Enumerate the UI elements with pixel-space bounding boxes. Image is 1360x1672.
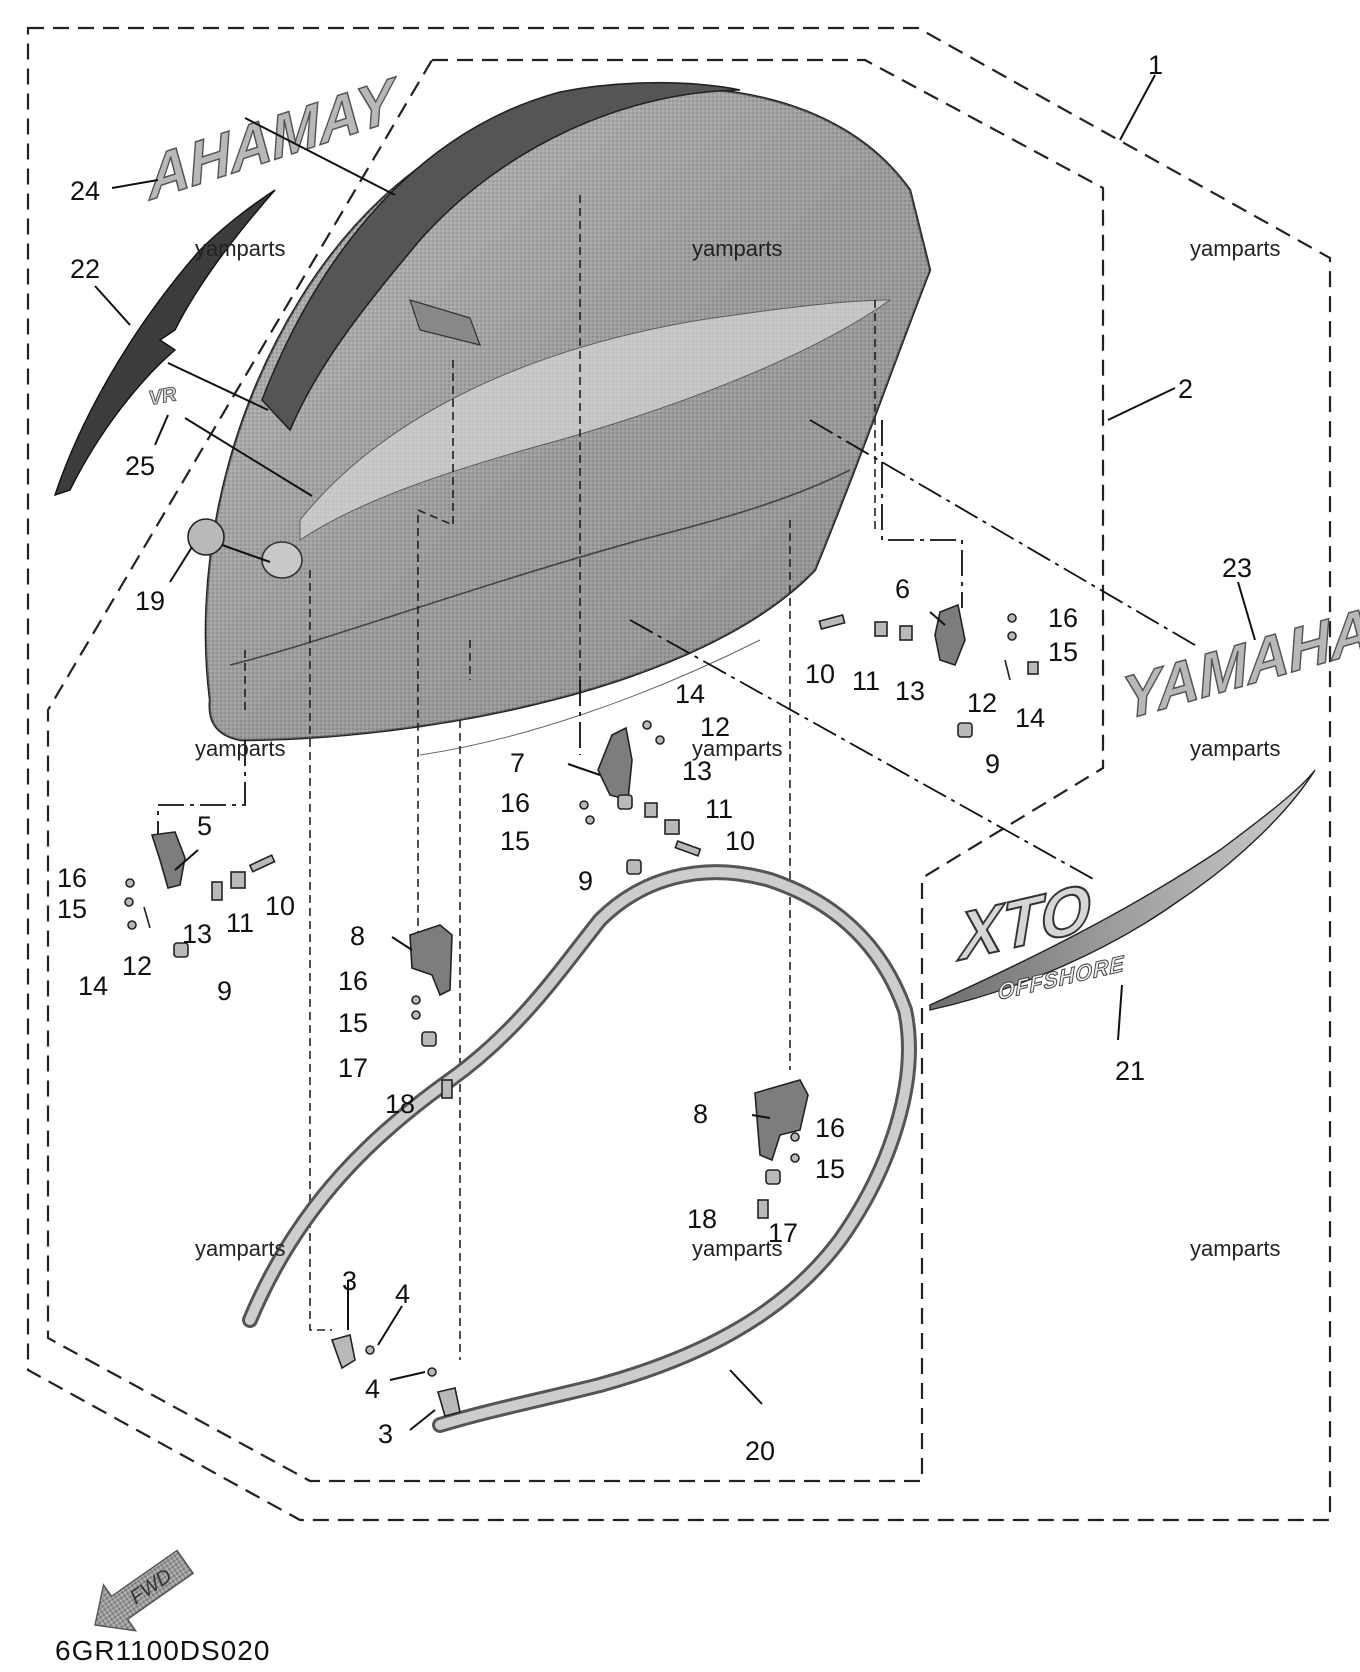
callout-11-center: 11 xyxy=(705,794,733,824)
callout-15: 15 xyxy=(1048,637,1078,667)
callout-18-mid: 18 xyxy=(385,1089,415,1119)
watermark: yamparts xyxy=(195,736,285,761)
callout-4-upper: 4 xyxy=(395,1279,410,1309)
callout-10: 10 xyxy=(805,659,835,689)
watermark: yamparts xyxy=(1190,236,1280,261)
decal-yamaha: YAMAHA xyxy=(1118,593,1360,734)
callout-21: 21 xyxy=(1115,1056,1145,1086)
chain-lines xyxy=(157,419,1201,881)
decal-stripe-22 xyxy=(53,189,276,497)
callout-7: 7 xyxy=(510,748,525,778)
callout-8-right: 8 xyxy=(693,1099,708,1129)
watermark: yamparts xyxy=(1190,1236,1280,1261)
callout-11: 11 xyxy=(852,666,880,696)
callout-9-center: 9 xyxy=(578,866,593,896)
callout-19: 19 xyxy=(135,586,165,616)
callout-6: 6 xyxy=(895,574,910,604)
callout-16-center: 16 xyxy=(500,788,530,818)
callout-10-center: 10 xyxy=(725,826,755,856)
callout-14-left: 14 xyxy=(78,971,108,1001)
fwd-arrow: FWD xyxy=(94,1549,195,1632)
callout-14: 14 xyxy=(1015,703,1045,733)
decal-yamaha-text: YAMAHA xyxy=(1119,594,1360,733)
watermark: yamparts xyxy=(692,736,782,761)
callout-3-upper: 3 xyxy=(342,1266,357,1296)
callout-17-mid: 17 xyxy=(338,1053,368,1083)
hardware-parts xyxy=(124,518,1039,1417)
callout-13: 13 xyxy=(895,676,925,706)
leader-lines xyxy=(94,74,1256,1431)
callout-15-right: 15 xyxy=(815,1154,845,1184)
callout-12: 12 xyxy=(967,688,997,718)
callout-3-lower: 3 xyxy=(378,1419,393,1449)
assembly-boundary-outer xyxy=(26,26,1332,1522)
callout-15-left: 15 xyxy=(57,894,87,924)
callout-9-right: 9 xyxy=(985,749,1000,779)
diagram-code: 6GR1100DS020 xyxy=(55,1635,270,1666)
decal-vr-text: VR xyxy=(147,383,179,410)
callout-16: 16 xyxy=(1048,603,1078,633)
callout-12-left: 12 xyxy=(122,951,152,981)
callout-11-left: 11 xyxy=(226,908,254,938)
callout-16-left: 16 xyxy=(57,863,87,893)
callout-12-center: 12 xyxy=(700,712,730,742)
callout-1: 1 xyxy=(1148,50,1163,80)
callout-20: 20 xyxy=(745,1436,775,1466)
watermark: yamparts xyxy=(692,1236,782,1261)
callout-8-left: 8 xyxy=(350,921,365,951)
callout-17-right: 17 xyxy=(768,1218,798,1248)
callout-13-center: 13 xyxy=(682,756,712,786)
callout-14-center: 14 xyxy=(675,679,705,709)
callout-18-right: 18 xyxy=(687,1204,717,1234)
callout-15-center: 15 xyxy=(500,826,530,856)
callout-25: 25 xyxy=(125,451,155,481)
decal-xto-swoosh xyxy=(929,769,1316,1011)
callout-4-lower: 4 xyxy=(365,1374,380,1404)
callout-15-mid: 15 xyxy=(338,1008,368,1038)
watermark: yamparts xyxy=(195,236,285,261)
callout-numbers: 1 2 24 22 25 19 23 6 16 15 10 11 13 12 1… xyxy=(57,50,1252,1466)
callout-16-mid: 16 xyxy=(338,966,368,996)
watermark: yamparts xyxy=(195,1236,285,1261)
callout-9-left: 9 xyxy=(217,976,232,1006)
callout-13-left: 13 xyxy=(182,919,212,949)
top-cowling xyxy=(204,81,932,756)
callout-10-left: 10 xyxy=(265,891,295,921)
callout-22: 22 xyxy=(70,254,100,284)
callout-23: 23 xyxy=(1222,553,1252,583)
watermark: yamparts xyxy=(692,236,782,261)
callout-5: 5 xyxy=(197,811,212,841)
callout-16-right: 16 xyxy=(815,1113,845,1143)
callout-24: 24 xyxy=(70,176,100,206)
watermarks: yamparts yamparts yamparts yamparts yamp… xyxy=(195,236,1280,1261)
watermark: yamparts xyxy=(1190,736,1280,761)
hidden-lines xyxy=(244,195,876,1360)
callout-2: 2 xyxy=(1178,374,1193,404)
